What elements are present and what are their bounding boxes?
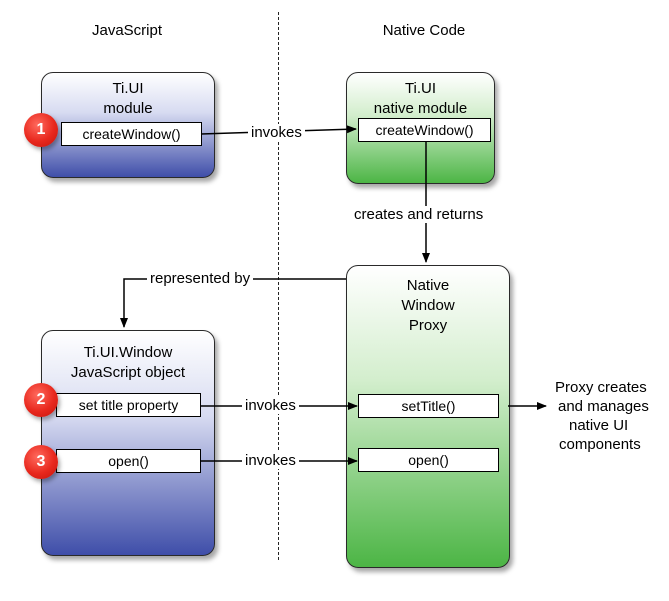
proxy-title-line3: Proxy xyxy=(408,317,448,334)
note-line1: Proxy creates xyxy=(555,379,647,396)
step-3-badge: 3 xyxy=(24,445,58,479)
represented-by-arrow xyxy=(120,278,346,328)
js-create-window-method: createWindow() xyxy=(61,122,202,146)
native-open-method: open() xyxy=(358,448,499,472)
tiui-native-title-line1: Ti.UI xyxy=(404,80,437,97)
window-js-title-line2: JavaScript object xyxy=(70,364,186,381)
step-1-badge: 1 xyxy=(24,113,58,147)
tiui-window-js-object-box: Ti.UI.Window JavaScript object xyxy=(41,330,215,556)
set-title-property-method: set title property xyxy=(56,393,201,417)
represented-by-label: represented by xyxy=(147,270,254,287)
tiui-module-title-line1: Ti.UI xyxy=(112,80,144,97)
note-line4: components xyxy=(559,436,641,453)
invokes-3-label: invokes xyxy=(242,452,299,469)
note-line3: native UI xyxy=(569,417,629,434)
column-divider xyxy=(278,12,279,560)
tiui-native-title-line2: native module xyxy=(373,100,468,117)
step-2-badge: 2 xyxy=(24,383,58,417)
set-title-method: setTitle() xyxy=(358,394,499,418)
invokes-1-label: invokes xyxy=(248,124,305,141)
native-create-window-method: createWindow() xyxy=(358,118,491,142)
invokes-2-label: invokes xyxy=(242,397,299,414)
proxy-title-line2: Window xyxy=(401,297,455,314)
proxy-title-line1: Native xyxy=(406,277,450,294)
javascript-column-heading: JavaScript xyxy=(91,22,163,39)
tiui-module-title-line2: module xyxy=(103,100,153,117)
native-code-column-heading: Native Code xyxy=(382,22,466,39)
note-line2: and manages xyxy=(558,398,649,415)
window-js-title-line1: Ti.UI.Window xyxy=(83,344,173,361)
creates-and-returns-label: creates and returns xyxy=(351,206,487,223)
